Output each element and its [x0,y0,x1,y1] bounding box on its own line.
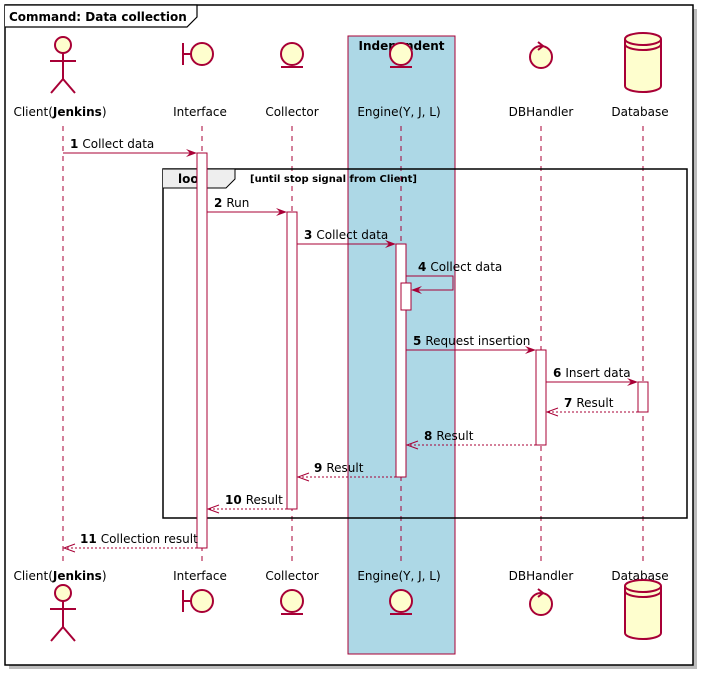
activation-engine-self [400,282,412,311]
participant-label-dbhandler-top: DBHandler [509,105,574,119]
boundary-icon [182,589,214,613]
participant-label-interface-bottom: Interface [173,569,227,583]
participant-label-collector-bottom: Collector [265,569,318,583]
participant-label-database-top: Database [611,105,668,119]
participant-label-client-top: Client(Jenkins) [13,105,106,119]
participant-label-engine-bottom: Engine(Y, J, L) [357,569,440,583]
boundary-icon [182,42,214,66]
actor-icon [50,36,76,94]
database-icon [624,579,662,640]
activation-collector [286,211,298,510]
title-tab [5,4,198,28]
entity-icon [280,589,304,615]
entity-icon [389,42,413,68]
participant-label-dbhandler-bottom: DBHandler [509,569,574,583]
control-icon [529,41,553,69]
diagram-title: Command: Data collection [9,10,187,24]
control-icon [529,588,553,616]
loop-fragment [162,168,688,519]
participant-label-client-bottom: Client(Jenkins) [13,569,106,583]
database-icon [624,32,662,93]
activation-database [637,381,649,413]
activation-dbhandler [535,349,547,446]
loop-condition: [until stop signal from Client] [250,174,417,185]
participant-label-interface-top: Interface [173,105,227,119]
actor-icon [50,584,76,642]
participant-label-database-bottom: Database [611,569,668,583]
participant-label-collector-top: Collector [265,105,318,119]
entity-icon [389,589,413,615]
activation-interface [196,152,208,549]
activation-engine [395,243,407,478]
participant-label-engine-top: Engine(Y, J, L) [357,105,440,119]
entity-icon [280,42,304,68]
